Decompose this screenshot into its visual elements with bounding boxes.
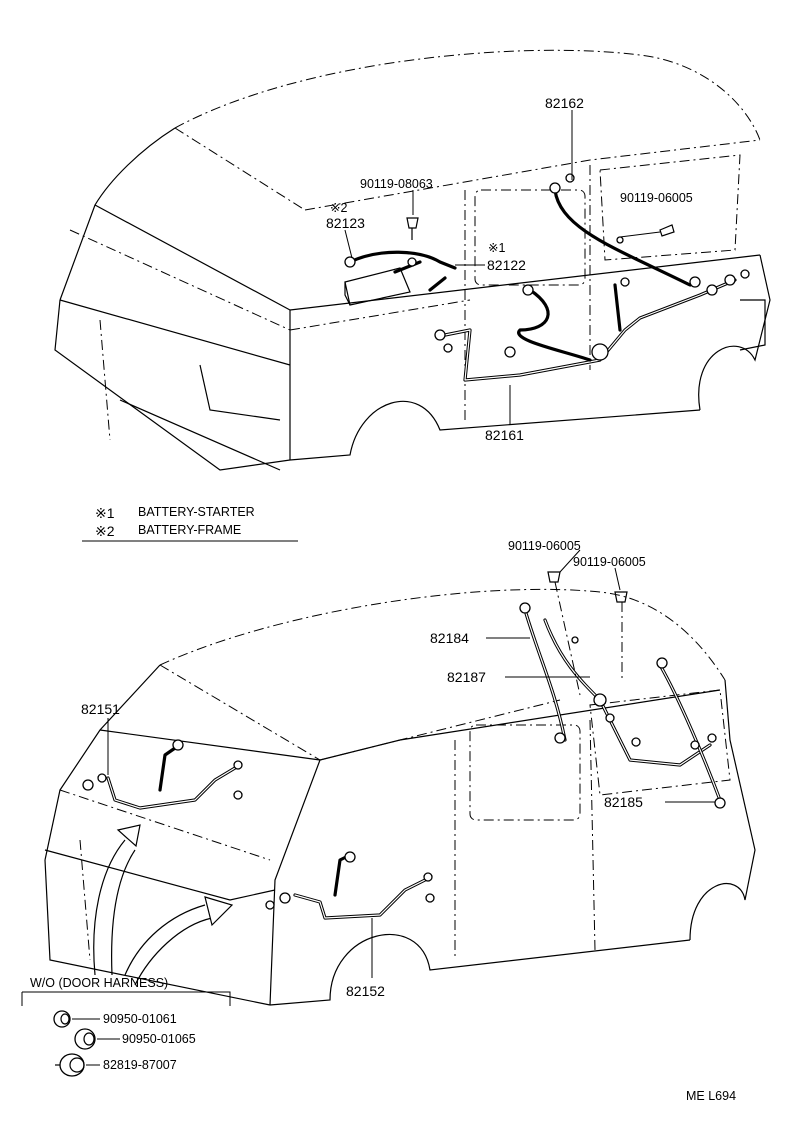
legend: ※1 BATTERY-STARTER ※2 BATTERY-FRAME [82, 505, 298, 542]
part-label-82161: 82161 [485, 427, 524, 443]
door-box-item-90950-01061: 90950-01061 [103, 1012, 177, 1026]
part-label-90119-06005-a: 90119-06005 [508, 539, 581, 553]
door-box-title: W/O (DOOR HARNESS) [30, 976, 168, 990]
top-leaders [344, 110, 661, 425]
part-label-82151: 82151 [81, 701, 120, 717]
note-mark-1-top: ※1 [488, 241, 505, 255]
part-label-90119-06005-b: 90119-06005 [573, 555, 646, 569]
legend-mark-2: ※2 [95, 523, 115, 539]
part-label-90119-06005-top: 90119-06005 [620, 191, 693, 205]
door-harness-box: W/O (DOOR HARNESS) 90950-01061 90950-010… [21, 976, 231, 1077]
note-mark-2-top: ※2 [330, 201, 347, 215]
part-label-90119-08063: 90119-08063 [360, 177, 433, 191]
bottom-leaders [107, 549, 715, 978]
bolt-icon [406, 217, 675, 240]
bottom-wiring [82, 602, 726, 920]
legend-text-1: BATTERY-STARTER [138, 505, 255, 519]
part-label-82123: 82123 [326, 215, 365, 231]
door-box-item-90950-01065: 90950-01065 [122, 1032, 196, 1046]
drawing-code: ME L694 [686, 1089, 736, 1103]
legend-mark-1: ※1 [95, 505, 115, 521]
bottom-van-body [44, 588, 756, 1006]
part-label-82162: 82162 [545, 95, 584, 111]
part-label-82187: 82187 [447, 669, 486, 685]
top-van-body [54, 49, 771, 471]
arrow-icon [93, 824, 234, 986]
top-wiring [344, 173, 750, 382]
part-label-82184: 82184 [430, 630, 469, 646]
bolt-icon [547, 571, 628, 603]
part-label-82122: 82122 [487, 257, 526, 273]
legend-text-2: BATTERY-FRAME [138, 523, 241, 537]
part-label-82152: 82152 [346, 983, 385, 999]
door-box-item-82819-87007: 82819-87007 [103, 1058, 177, 1072]
battery [344, 267, 411, 306]
part-label-82185: 82185 [604, 794, 643, 810]
